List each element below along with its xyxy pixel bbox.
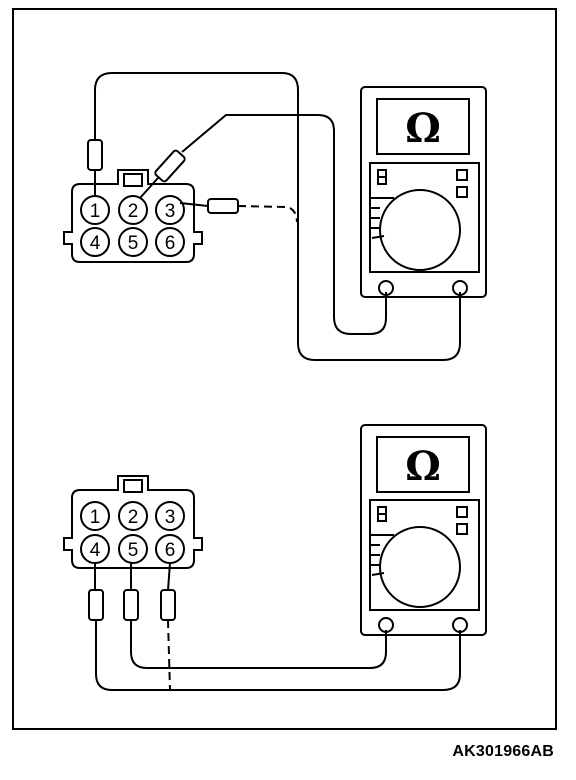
bottom-pin-label-3: 3 (165, 507, 176, 528)
top-pin-2 (118, 195, 148, 225)
top-probe-pin3 (179, 198, 298, 223)
top-pin-5 (118, 227, 148, 257)
top-pin-6 (155, 227, 185, 257)
bottom-pin-label-2: 2 (128, 507, 139, 528)
top-pin-4 (80, 227, 110, 257)
bottom-pin-label-1: 1 (90, 507, 101, 528)
bottom-probe-pin4 (88, 563, 461, 691)
top-ohm-symbol: Ω (405, 105, 441, 152)
top-pin-label-1: 1 (90, 201, 101, 222)
top-pin-label-5: 5 (128, 233, 139, 254)
top-pin-3 (155, 195, 185, 225)
bottom-pin-5 (118, 534, 148, 564)
bottom-pin-3 (155, 501, 185, 531)
top-probe-pin1 (87, 72, 461, 361)
bottom-probe-pin5 (123, 563, 387, 669)
top-pin-label-2: 2 (128, 201, 139, 222)
bottom-pin-label-4: 4 (90, 540, 101, 561)
reference-code: AK301966AB (452, 743, 554, 760)
bottom-pin-label-6: 6 (165, 540, 176, 561)
top-pin-label-6: 6 (165, 233, 176, 254)
top-pin-label-4: 4 (90, 233, 101, 254)
bottom-connector (63, 475, 203, 569)
top-pin-label-3: 3 (165, 201, 176, 222)
top-probe-pin2 (139, 114, 387, 335)
bottom-pin-1 (80, 501, 110, 531)
bottom-pin-label-5: 5 (128, 540, 139, 561)
bottom-multimeter (360, 424, 487, 636)
bottom-ohm-symbol: Ω (405, 443, 441, 490)
diagram-frame (12, 8, 557, 730)
bottom-probe-pin6 (160, 562, 176, 691)
top-multimeter (360, 86, 487, 298)
bottom-pin-2 (118, 501, 148, 531)
